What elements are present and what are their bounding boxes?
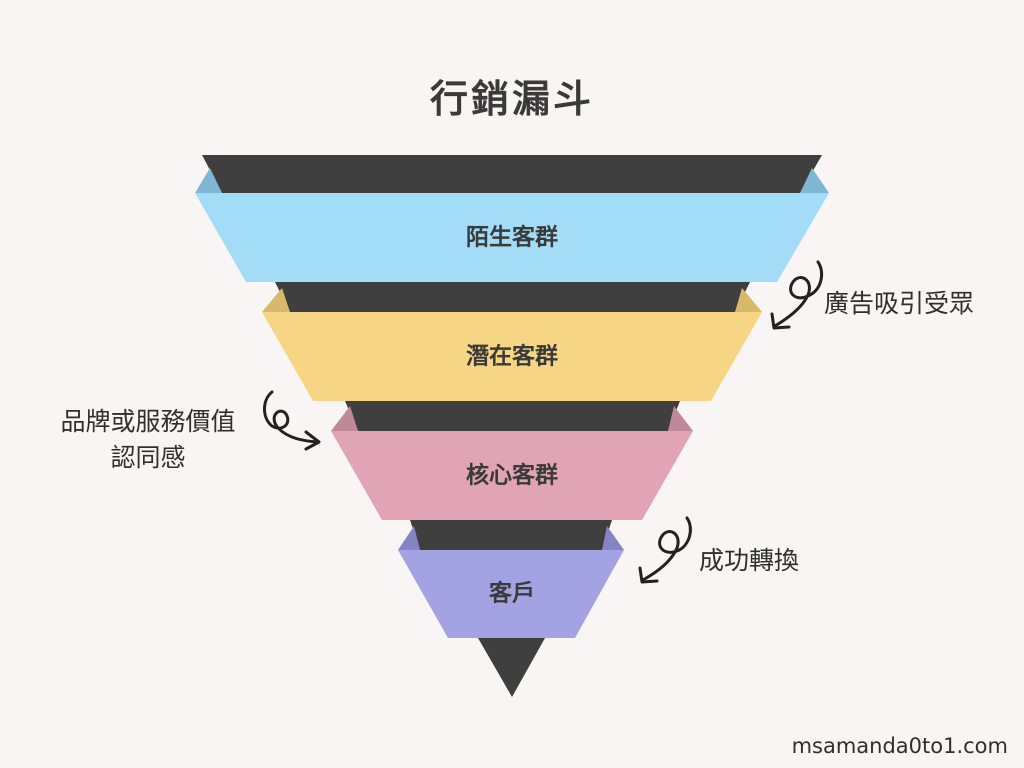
band-3-fold-right	[668, 406, 693, 431]
band-1-fold-right	[800, 168, 829, 193]
band-2-fold-right	[735, 288, 762, 312]
funnel-back-4	[410, 520, 612, 550]
band-3	[331, 431, 693, 520]
band-4	[398, 550, 624, 638]
curly-arrow-left	[263, 390, 321, 451]
band-1	[195, 193, 829, 282]
page-title: 行銷漏斗	[429, 77, 594, 121]
annotation-brand-value-line2: 認同感	[110, 443, 186, 472]
band-2-label: 潛在客群	[466, 343, 558, 370]
funnel-back-3	[345, 401, 680, 431]
curly-arrow-right-top	[770, 260, 824, 330]
band-3-label: 核心客群	[466, 462, 558, 489]
annotation-conversion: 成功轉換	[699, 546, 800, 575]
band-2	[262, 312, 762, 401]
band-4-fold-left	[398, 526, 420, 550]
band-4-label: 客戶	[489, 580, 535, 607]
annotation-brand-value-line1: 品牌或服務價值	[60, 407, 236, 436]
funnel-back-1	[202, 155, 822, 193]
funnel-tip	[478, 638, 545, 697]
watermark: msamanda0to1.com	[791, 734, 1008, 758]
band-4-fold-right	[602, 526, 624, 550]
curly-arrow-right-bottom	[638, 516, 692, 584]
band-1-label: 陌生客群	[466, 224, 558, 251]
band-1-fold-left	[195, 168, 222, 193]
annotation-ad-audience: 廣告吸引受眾	[824, 289, 975, 318]
band-2-fold-left	[262, 288, 290, 312]
funnel-back-2	[275, 282, 750, 312]
annotation-brand-value: 品牌或服務價值 認同感	[40, 404, 256, 476]
band-3-fold-left	[331, 406, 358, 431]
